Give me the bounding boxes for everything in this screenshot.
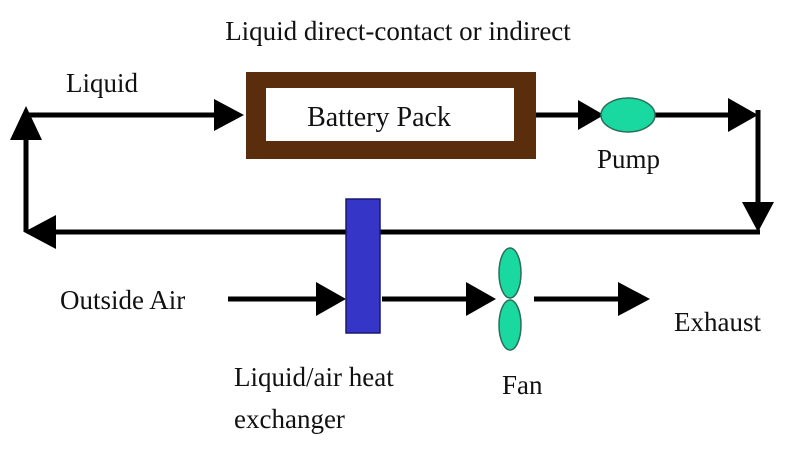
liquid-label: Liquid bbox=[66, 68, 138, 98]
arrowhead-down-right bbox=[742, 202, 774, 232]
outside-air-label: Outside Air bbox=[60, 285, 185, 315]
arrowhead-to-right-corner bbox=[728, 98, 758, 132]
battery-pack-inner bbox=[266, 88, 514, 141]
arrowhead-into-battery bbox=[214, 99, 244, 131]
air-arrowheads bbox=[316, 282, 650, 316]
arrowhead-up-left bbox=[10, 106, 42, 140]
heat-exchanger-label-line1: Liquid/air heat bbox=[234, 362, 394, 392]
pump-label: Pump bbox=[597, 144, 660, 174]
exhaust-label: Exhaust bbox=[674, 307, 761, 337]
battery-pack-label: Battery Pack bbox=[307, 102, 451, 133]
diagram-title: Liquid direct-contact or indirect bbox=[225, 16, 571, 46]
liquid-loop bbox=[23, 110, 761, 235]
battery-pack: Battery Pack bbox=[246, 72, 536, 159]
heat-exchanger-label-line2: exchanger bbox=[234, 404, 345, 434]
arrowhead-into-fan bbox=[466, 282, 496, 316]
arrowhead-to-exhaust bbox=[618, 282, 650, 316]
fan-blade-top bbox=[498, 247, 522, 299]
fan-icon bbox=[498, 247, 522, 351]
pump-icon bbox=[600, 97, 656, 133]
arrowhead-into-exchanger bbox=[316, 282, 346, 316]
arrowhead-into-pump bbox=[578, 100, 604, 130]
loop-arrowheads bbox=[10, 98, 774, 249]
fan-blade-bottom bbox=[498, 299, 522, 351]
arrowhead-left-return bbox=[24, 215, 56, 249]
fan-label: Fan bbox=[502, 370, 543, 400]
heat-exchanger bbox=[345, 198, 381, 334]
